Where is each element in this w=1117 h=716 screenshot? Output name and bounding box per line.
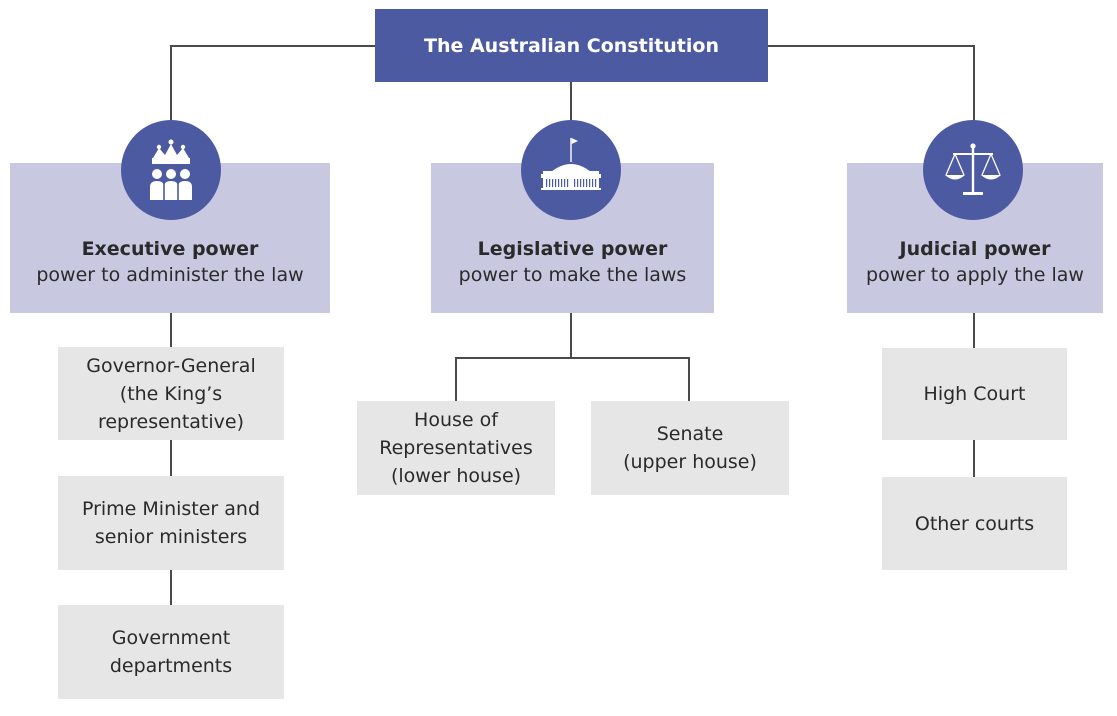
constitution-box: The Australian Constitution	[375, 9, 768, 82]
executive-item-prime-minister: Prime Minister and senior ministers	[58, 476, 284, 570]
connector-line	[455, 357, 457, 401]
crown-people-icon	[121, 120, 221, 220]
connector-line	[570, 82, 572, 122]
judicial-item-high-court: High Court	[882, 348, 1067, 440]
executive-power-subtitle: power to administer the law	[36, 264, 304, 286]
connector-line	[170, 45, 172, 125]
judicial-item-other-courts: Other courts	[882, 477, 1067, 570]
executive-item-label: Prime Minister and senior ministers	[81, 498, 261, 548]
legislative-power-subtitle: power to make the laws	[458, 264, 687, 286]
scales-of-justice-icon	[923, 120, 1023, 220]
legislative-item-label: House of Representatives (lower house)	[379, 409, 533, 487]
connector-line	[170, 45, 376, 47]
connector-line	[455, 357, 690, 359]
executive-item-governor-general: Governor-General (the King’s representat…	[58, 347, 284, 440]
connector-line	[973, 313, 975, 348]
legislative-power-title: Legislative power	[477, 238, 668, 260]
parliament-house-icon	[521, 120, 621, 220]
judicial-power-subtitle: power to apply the law	[866, 264, 1084, 286]
executive-item-government-departments: Government departments	[58, 605, 284, 699]
connector-line	[973, 45, 975, 125]
executive-power-title: Executive power	[81, 238, 259, 260]
legislative-item-house-of-representatives: House of Representatives (lower house)	[357, 401, 555, 495]
legislative-item-label: Senate (upper house)	[623, 423, 757, 473]
connector-line	[170, 313, 172, 347]
executive-power-box: Executive power power to administer the …	[10, 163, 330, 313]
legislative-item-senate: Senate (upper house)	[591, 401, 789, 495]
executive-item-label: Government departments	[109, 627, 233, 677]
connector-line	[170, 570, 172, 605]
constitution-title: The Australian Constitution	[423, 34, 719, 57]
connector-line	[768, 45, 975, 47]
judicial-power-title: Judicial power	[899, 238, 1051, 260]
connector-line	[570, 313, 572, 358]
judicial-item-label: Other courts	[914, 512, 1035, 535]
connector-line	[170, 440, 172, 476]
connector-line	[973, 440, 975, 477]
connector-line	[688, 357, 690, 401]
executive-item-label: Governor-General (the King’s representat…	[86, 354, 256, 433]
judicial-item-label: High Court	[923, 383, 1026, 405]
